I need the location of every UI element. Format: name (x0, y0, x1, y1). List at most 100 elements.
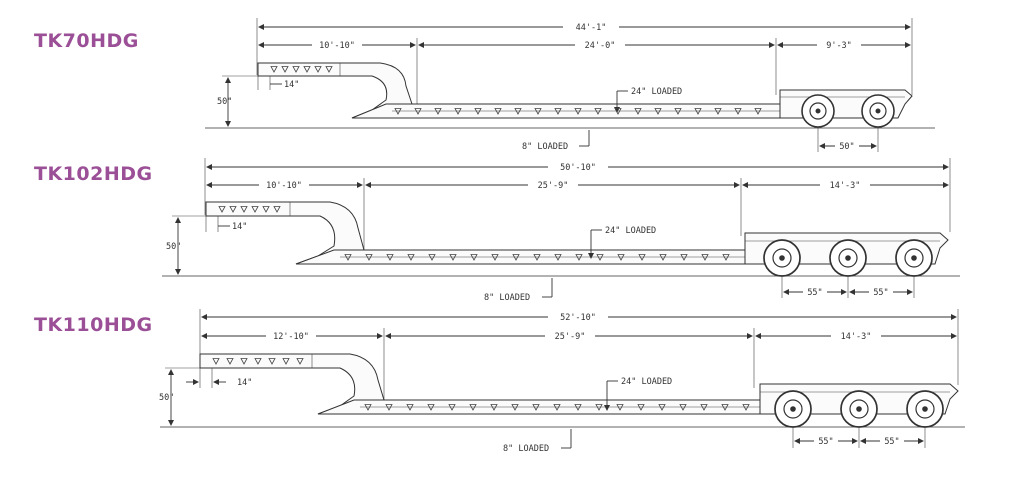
axle-spacing-dimension: 55" 55" (792, 427, 926, 448)
deck-detail-mark (721, 404, 729, 411)
deck-detail-mark (414, 108, 422, 115)
kingpin-height-dimension: 50" (166, 215, 206, 275)
deck-detail-mark (575, 254, 583, 261)
deck-detail-mark (614, 108, 622, 115)
deck-detail-mark (714, 108, 722, 115)
deck-detail-mark (638, 254, 646, 261)
deck-detail-mark (700, 404, 708, 411)
segment-dimensions: 10'-10" 24'-0" 9'-3" (258, 38, 911, 104)
kingpin-height-dimension: 50" (159, 367, 200, 426)
deck-height-label: 24" LOADED (621, 377, 672, 387)
deck-detail-mark (454, 108, 462, 115)
deck-detail-mark (574, 108, 582, 115)
ground-clearance-callout: 8" LOADED (522, 130, 590, 152)
deck-detail-mark (268, 358, 276, 365)
axle-spacing-label: 50" (839, 142, 854, 152)
deck-detail-mark (616, 404, 624, 411)
deck-detail-mark (679, 404, 687, 411)
axle-wheel (895, 239, 933, 277)
deck-detail-mark (229, 206, 237, 213)
deck-height-label: 24" LOADED (605, 226, 656, 236)
deck-detail-mark (469, 404, 477, 411)
deck-height-callout: 24" LOADED (604, 377, 672, 411)
deck-detail-mark (680, 254, 688, 261)
segment-dimensions: 12'-10" 25'-9" 14'-3" (201, 328, 957, 400)
deck-detail-mark (470, 254, 478, 261)
trailer-tk110hdg: 52'-10" 12'-10" 25'-9" 14'-3" (159, 309, 965, 454)
overall-length-dimension: 52'-10" (199, 309, 959, 385)
deck-detail-mark (574, 404, 582, 411)
deck-detail-mark (701, 254, 709, 261)
deck-detail-mark (251, 206, 259, 213)
deck-detail-mark (428, 254, 436, 261)
neck-length-label: 10'-10" (319, 41, 355, 51)
deck-length-label: 25'-9" (538, 181, 569, 191)
deck-detail-mark (514, 108, 522, 115)
axle-wheel (840, 390, 878, 428)
kingpin-height-label: 50" (166, 242, 181, 252)
deck-detail-mark (512, 254, 520, 261)
deck-detail-mark (553, 404, 561, 411)
deck-detail-mark (282, 358, 290, 365)
deck-detail-mark (434, 108, 442, 115)
deck-detail-mark (491, 254, 499, 261)
deck-detail-mark (617, 254, 625, 261)
deck-detail-mark (511, 404, 519, 411)
deck-detail-mark (595, 404, 603, 411)
ground-clearance-callout: 8" LOADED (503, 429, 572, 454)
deck-detail-mark (474, 108, 482, 115)
axle-spacing-dimension: 50" (817, 128, 879, 152)
axle-spacing-label: 55" (884, 437, 899, 447)
deck-detail-mark (448, 404, 456, 411)
overall-length-label: 44'-1" (576, 23, 607, 33)
deck-detail-mark (674, 108, 682, 115)
deck-detail-mark (722, 254, 730, 261)
deck-detail-mark (554, 254, 562, 261)
deck-detail-mark (406, 404, 414, 411)
deck-detail-mark (394, 108, 402, 115)
deck-detail-mark (314, 66, 322, 73)
deck-detail-mark (386, 254, 394, 261)
deck-detail-mark (659, 254, 667, 261)
axle-spacing-label: 55" (818, 437, 833, 447)
deck-detail-mark (533, 254, 541, 261)
kingpin-setback-dimension: 14" (186, 368, 252, 388)
deck-detail-mark (654, 108, 662, 115)
model-title-tk110hdg: TK110HDG (34, 314, 153, 336)
deck-detail-mark (554, 108, 562, 115)
overall-length-label: 52'-10" (560, 313, 596, 323)
deck-detail-mark (281, 66, 289, 73)
deck-detail-mark (270, 66, 278, 73)
deck-length-label: 24'-0" (585, 41, 616, 51)
kingpin-setback-dimension: 14" (205, 216, 247, 232)
deck-detail-mark (427, 404, 435, 411)
deck-detail-mark (449, 254, 457, 261)
deck-detail-mark (658, 404, 666, 411)
deck-detail-mark (364, 404, 372, 411)
axle-spacing-dimension: 55" 55" (781, 276, 915, 298)
deck-detail-mark (254, 358, 262, 365)
deck-detail-mark (292, 66, 300, 73)
neck-length-label: 10'-10" (266, 181, 302, 191)
deck-detail-mark (634, 108, 642, 115)
neck-length-label: 12'-10" (273, 332, 309, 342)
deck-detail-mark (240, 206, 248, 213)
deck-detail-mark (385, 404, 393, 411)
deck-detail-mark (218, 206, 226, 213)
axle-spacing-label: 55" (873, 288, 888, 298)
kingpin-height-label: 50" (159, 393, 174, 403)
kingpin-height-dimension: 50" (217, 75, 258, 127)
trailer-tk102hdg: 50'-10" 10'-10" 25'-9" 14'-3" (162, 158, 960, 303)
trailer-tk70hdg: 44'-1" 10'-10" 24'-0" 9'-3" (205, 18, 935, 152)
deck-detail-mark (262, 206, 270, 213)
overall-length-dimension: 50'-10" (204, 158, 951, 232)
deck-detail-mark (742, 404, 750, 411)
deck-detail-mark (594, 108, 602, 115)
rear-length-label: 14'-3" (841, 332, 872, 342)
deck-detail-mark (303, 66, 311, 73)
deck-detail-mark (754, 108, 762, 115)
kingpin-setback-label: 14" (237, 378, 252, 388)
ground-clearance-label: 8" LOADED (522, 142, 568, 152)
deck-detail-mark (325, 66, 333, 73)
deck-detail-mark (596, 254, 604, 261)
